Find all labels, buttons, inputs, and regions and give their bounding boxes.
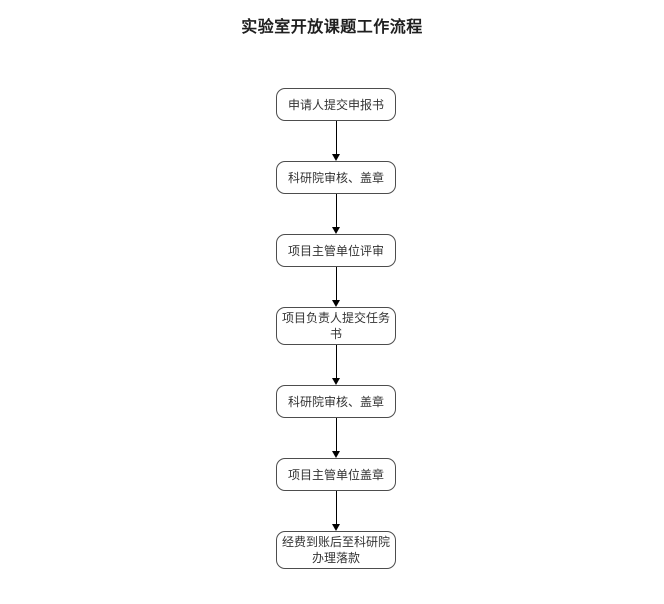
flow-node-7: 经费到账后至科研院办理落款	[276, 531, 396, 569]
arrow-head	[332, 300, 340, 307]
flow-node-2: 科研院审核、盖章	[276, 161, 396, 194]
page-title: 实验室开放课题工作流程	[241, 17, 423, 36]
arrow-down-icon	[332, 345, 340, 385]
flow-node-6: 项目主管单位盖章	[276, 458, 396, 491]
arrow-head	[332, 524, 340, 531]
arrow-down-icon	[332, 194, 340, 234]
arrow-line	[335, 491, 337, 524]
arrow-down-icon	[332, 267, 340, 307]
arrow-head	[332, 451, 340, 458]
arrow-line	[335, 418, 337, 451]
arrow-line	[335, 345, 337, 378]
flowchart: 申请人提交申报书 科研院审核、盖章 项目主管单位评审 项目负责人提交任务书 科研…	[4, 88, 664, 569]
flow-node-1: 申请人提交申报书	[276, 88, 396, 121]
arrow-head	[332, 154, 340, 161]
arrow-line	[335, 121, 337, 154]
arrow-down-icon	[332, 491, 340, 531]
arrow-line	[335, 267, 337, 300]
arrow-down-icon	[332, 418, 340, 458]
arrow-down-icon	[332, 121, 340, 161]
flow-node-3: 项目主管单位评审	[276, 234, 396, 267]
flow-node-4: 项目负责人提交任务书	[276, 307, 396, 345]
flow-node-5: 科研院审核、盖章	[276, 385, 396, 418]
arrow-head	[332, 378, 340, 385]
arrow-line	[335, 194, 337, 227]
arrow-head	[332, 227, 340, 234]
